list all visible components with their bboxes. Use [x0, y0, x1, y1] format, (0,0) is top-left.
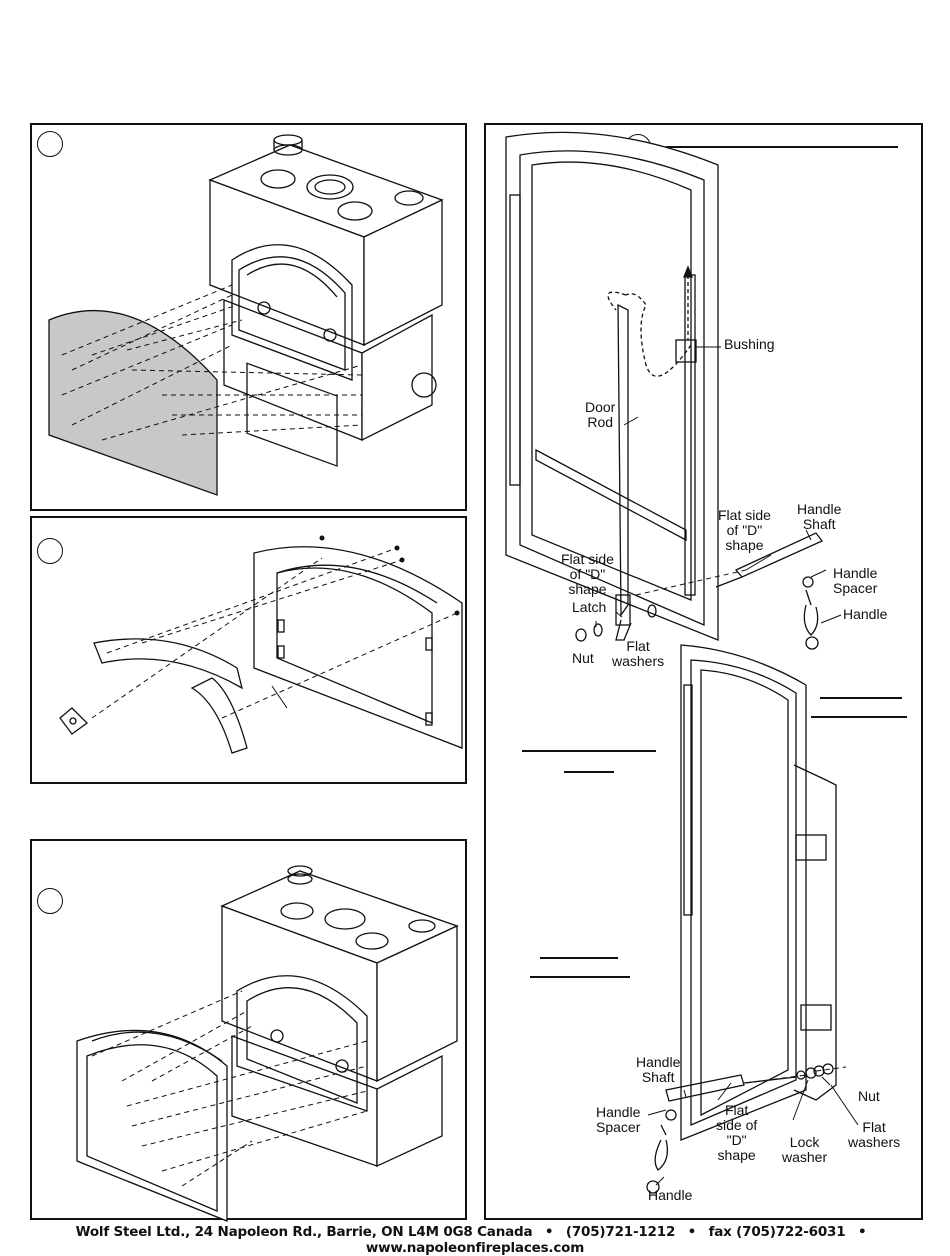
footer-separator-3: • — [857, 1224, 867, 1240]
heading-underline-left-2 — [564, 771, 614, 773]
page-footer: Wolf Steel Ltd., 24 Napoleon Rd., Barrie… — [0, 1224, 950, 1256]
heading-underline-left-4 — [530, 976, 630, 978]
label-bushing: Bushing — [724, 336, 775, 352]
step-panel-3 — [30, 839, 467, 1222]
decorative-arch-illustration — [59, 535, 463, 754]
label-handle-top: Handle — [843, 606, 888, 622]
label-handle-shaft-bottom: Handle Shaft — [636, 1054, 681, 1085]
label-flat-side-bottom: Flat side of "D" shape — [716, 1102, 758, 1163]
fireplace-shield-illustration — [48, 134, 444, 496]
step-panel-1 — [30, 123, 467, 511]
label-flat-side-left: Flat side of "D" shape — [561, 551, 614, 597]
door-handle-illustration — [505, 131, 859, 1194]
heading-underline-left-3 — [540, 957, 618, 959]
footer-company: Wolf Steel Ltd., 24 Napoleon Rd., Barrie… — [75, 1224, 533, 1240]
heading-underline-top — [666, 146, 898, 148]
footer-phone: (705)721-1212 — [565, 1224, 676, 1240]
label-handle-spacer-top: Handle Spacer — [833, 565, 878, 596]
step-number-circle-1 — [37, 131, 63, 157]
step-number-circle-2 — [37, 538, 63, 564]
footer-fax: fax (705)722-6031 — [708, 1224, 846, 1240]
step-panel-4: Bushing Door Rod Flat side of "D" shape … — [484, 123, 923, 1220]
label-nut-bottom: Nut — [858, 1088, 880, 1104]
heading-underline-right-2 — [811, 716, 907, 718]
label-flat-side-top: Flat side of "D" shape — [718, 507, 771, 553]
step-panel-2 — [30, 516, 467, 784]
heading-underline-left-1 — [522, 750, 656, 752]
label-handle-bottom: Handle — [648, 1187, 693, 1203]
step-number-circle-3 — [37, 888, 63, 914]
label-lock-washer: Lock washer — [782, 1134, 828, 1165]
label-handle-spacer-bottom: Handle Spacer — [596, 1104, 641, 1135]
heading-underline-right-1 — [820, 697, 902, 699]
footer-website[interactable]: www.napoleonfireplaces.com — [365, 1240, 585, 1256]
footer-separator-1: • — [544, 1224, 554, 1240]
label-latch: Latch — [572, 599, 607, 615]
footer-separator-2: • — [687, 1224, 697, 1240]
fireplace-door-illustration — [76, 865, 459, 1222]
label-door-rod: Door Rod — [585, 399, 616, 430]
label-handle-shaft-top: Handle Shaft — [797, 501, 842, 532]
label-nut-top: Nut — [572, 650, 594, 666]
label-flat-washers-bottom: Flat washers — [848, 1119, 901, 1150]
label-flat-washers-top: Flat washers — [612, 638, 665, 669]
